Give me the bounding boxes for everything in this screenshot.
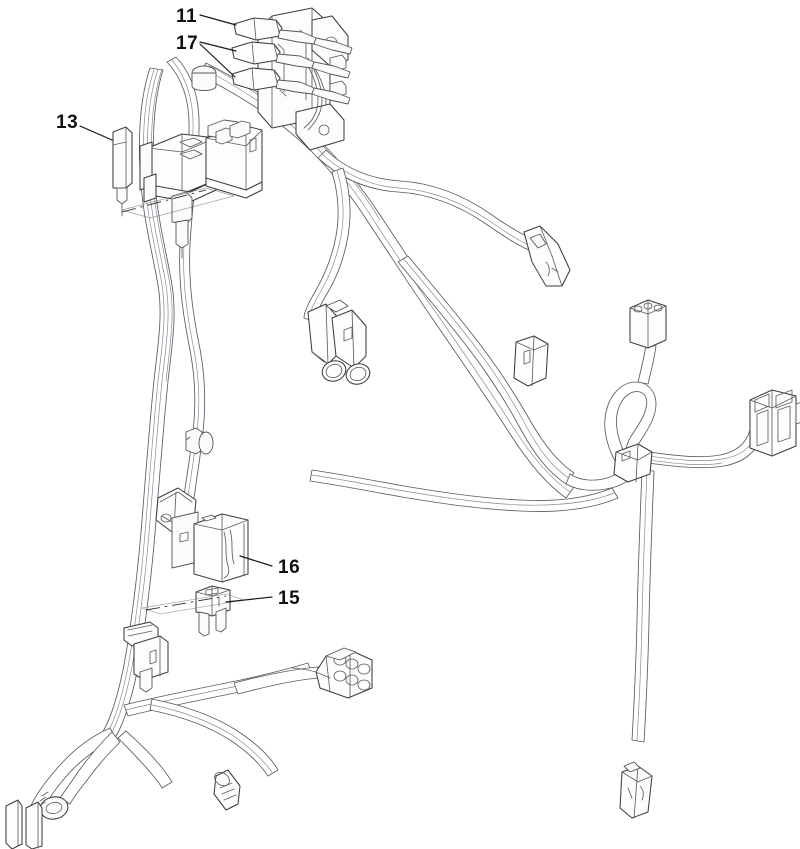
leader-lines: [79, 14, 273, 603]
leader-13: [79, 125, 113, 141]
fuse-block-cover-16: [171, 511, 249, 583]
callout-labels: 11 17 13 16 15: [56, 6, 300, 609]
three-pin-connector-right: [629, 299, 667, 349]
relay-block-right: [205, 119, 263, 199]
twin-bullet-connector: [307, 299, 371, 385]
leader-11: [199, 14, 237, 26]
blade-terminals-pair: [5, 799, 43, 849]
blade-fuse-15: [195, 585, 231, 637]
leader-17-b: [199, 43, 236, 78]
leader-16: [239, 555, 273, 567]
terminal-connector-17-upper: [231, 41, 351, 79]
callout-label-17: 17: [176, 33, 198, 54]
two-pin-connector-upper-right: [523, 225, 571, 287]
cable-clamp-center-right: [613, 443, 653, 483]
leader-15: [225, 596, 273, 603]
connector-block-lower-left: [123, 621, 169, 693]
callout-label-11: 11: [176, 6, 197, 27]
relay-block-left: [139, 133, 217, 203]
install-line-13: [121, 189, 207, 213]
callout-label-15: 15: [278, 588, 300, 609]
fuse-holder-13: [112, 126, 133, 217]
callout-label-13: 13: [56, 112, 78, 133]
leader-17-a: [199, 41, 237, 52]
install-reference-lines: [121, 189, 227, 611]
dual-relay-socket-right: [749, 389, 800, 457]
grommet-top-left: [191, 65, 217, 91]
callout-label-16: 16: [278, 557, 300, 578]
install-line-15: [145, 595, 227, 611]
bullet-terminal-bottom: [213, 769, 241, 811]
terminal-connector-11: [233, 17, 353, 55]
grommet-mid-left: [185, 427, 214, 455]
terminal-connector-17-lower: [231, 67, 351, 105]
inline-connector-upper-left: [171, 191, 193, 259]
six-pin-connector-bottom: [291, 647, 373, 699]
ring-terminal-ground: [38, 791, 69, 820]
two-pin-connector-bottom-right: [619, 761, 653, 819]
inline-connector-center: [513, 335, 549, 387]
harness-wires: [29, 56, 763, 813]
